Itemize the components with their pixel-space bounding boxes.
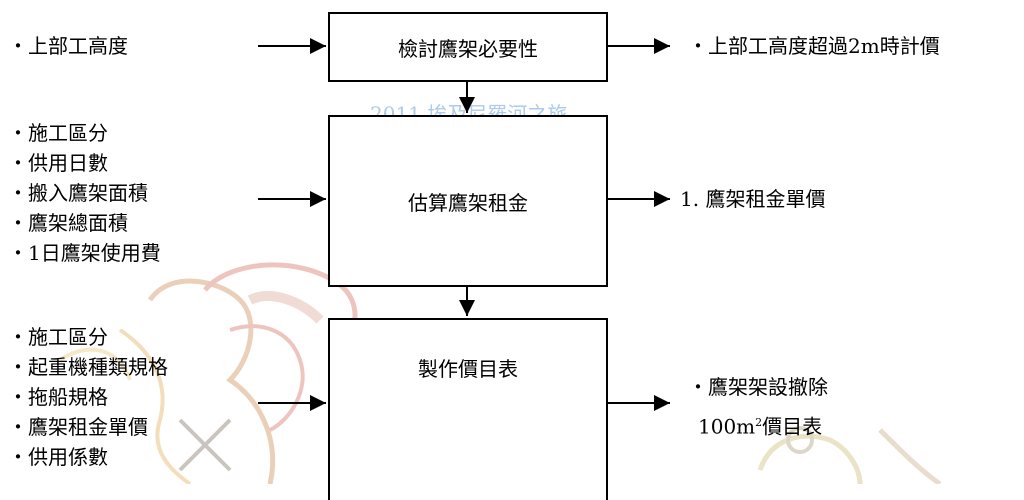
row2-input-item: ・施工區分 — [8, 121, 108, 145]
row3-output-line1: ・鷹架架設撤除 — [688, 375, 828, 399]
box-label: 檢討鷹架必要性 — [398, 36, 538, 61]
box-make-price-list: 製作價目表 — [328, 318, 608, 500]
row3-input-item: ・鷹架租金單價 — [8, 415, 148, 439]
row3-output-unit-number: 100m — [698, 414, 756, 439]
row3-output-line2: 100m2價目表 — [698, 408, 822, 442]
row3-output-unit-text: 價目表 — [762, 414, 823, 439]
watermark-drawing — [58, 262, 942, 484]
row2-input-item: ・搬入鷹架面積 — [8, 181, 148, 205]
row1-output: ・上部工高度超過2m時計價 — [688, 34, 940, 58]
row3-input-list: ・施工區分 ・起重機種類規格 ・拖船規格 ・鷹架租金單價 ・供用係數 — [8, 322, 168, 472]
box-label: 製作價目表 — [418, 356, 518, 381]
box-check-scaffold-necessity: 檢討鷹架必要性 — [328, 12, 608, 82]
box-label: 估算鷹架租金 — [408, 190, 528, 215]
box-estimate-scaffold-rent: 估算鷹架租金 — [328, 115, 608, 287]
row2-input-item: ・1日鷹架使用費 — [8, 241, 161, 265]
row2-input-list: ・施工區分 ・供用日數 ・搬入鷹架面積 ・鷹架總面積 ・1日鷹架使用費 — [8, 118, 161, 268]
row2-input-item: ・供用日數 — [8, 151, 108, 175]
row3-input-item: ・供用係數 — [8, 445, 108, 469]
row2-input-item: ・鷹架總面積 — [8, 211, 128, 235]
row3-input-item: ・拖船規格 — [8, 385, 108, 409]
row1-input-item: ・上部工高度 — [8, 34, 128, 58]
row2-output: 1. 鷹架租金單價 — [680, 187, 826, 211]
row3-input-item: ・施工區分 — [8, 325, 108, 349]
row3-output-unit-sup: 2 — [755, 416, 763, 429]
row1-input-list: ・上部工高度 — [8, 31, 128, 61]
row3-input-item: ・起重機種類規格 — [8, 355, 168, 379]
diagram-canvas — [58, 38, 942, 484]
